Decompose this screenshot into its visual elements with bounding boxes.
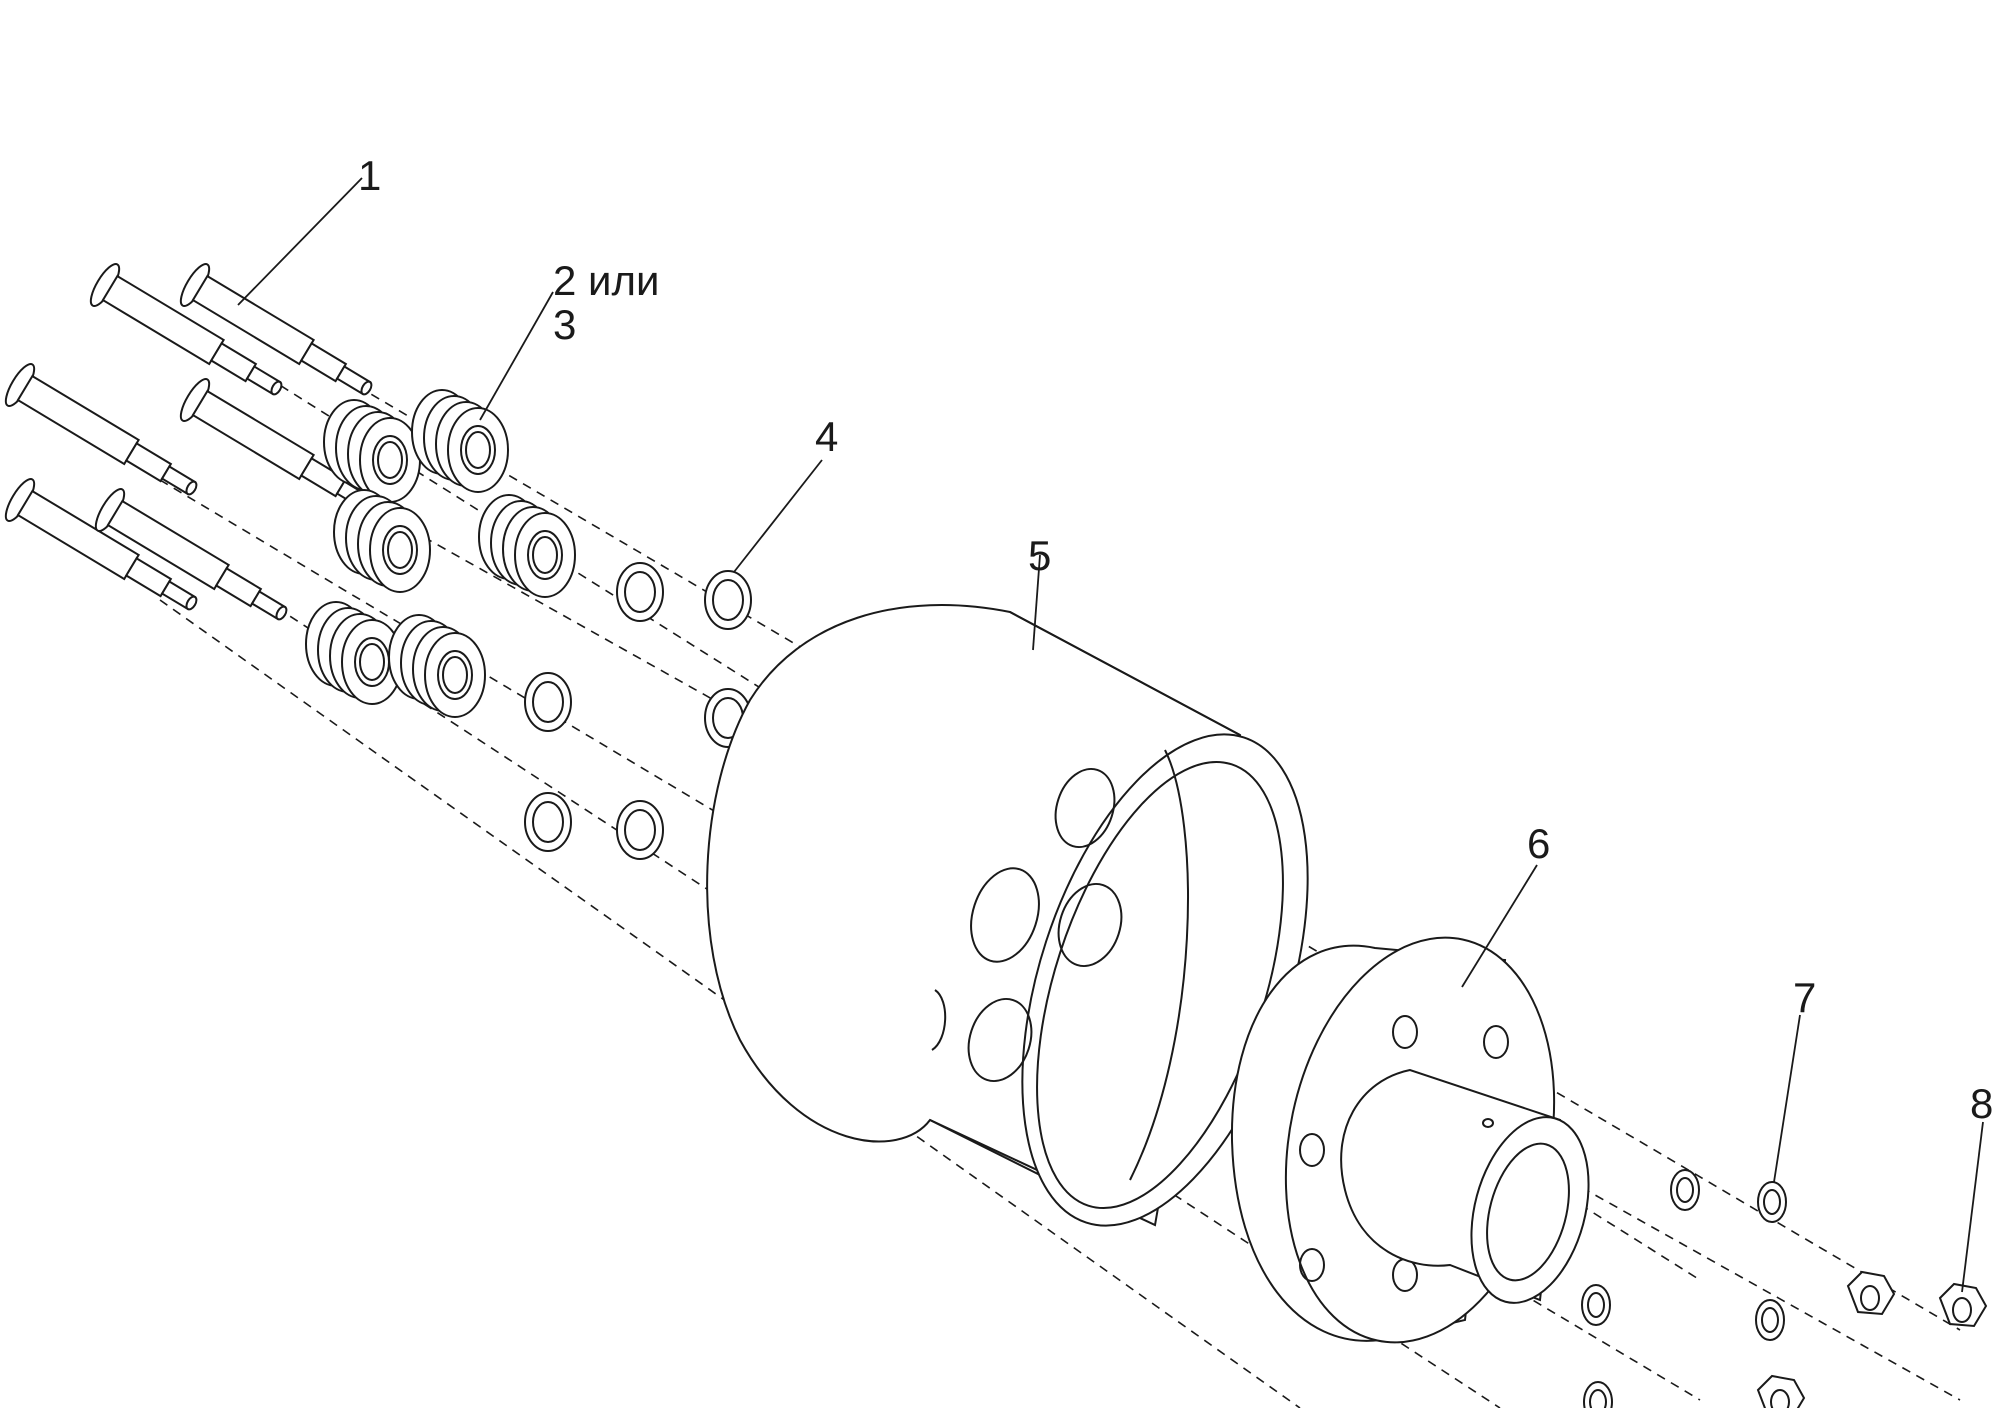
washer bbox=[616, 800, 664, 860]
pin bbox=[89, 263, 283, 396]
callout-4: 4 bbox=[815, 413, 839, 460]
leader-2-3 bbox=[479, 291, 554, 421]
leader-7 bbox=[1773, 1014, 1801, 1183]
spring-washer-group bbox=[1581, 1169, 1787, 1408]
bushing bbox=[388, 614, 486, 718]
leader-lines bbox=[237, 177, 1984, 1293]
nut bbox=[1756, 1374, 1806, 1408]
washer bbox=[524, 792, 572, 852]
spring-washer bbox=[1757, 1181, 1787, 1223]
pin bbox=[4, 363, 198, 496]
leader-8 bbox=[1961, 1121, 1984, 1293]
spring-washer bbox=[1755, 1299, 1785, 1341]
pin bbox=[179, 378, 373, 511]
washer bbox=[616, 562, 664, 622]
pin-group bbox=[4, 263, 373, 621]
spring-washer bbox=[1581, 1284, 1611, 1326]
leader-1 bbox=[237, 177, 363, 306]
hub-flange bbox=[1230, 936, 1590, 1344]
spring-washer bbox=[1583, 1381, 1613, 1408]
bushing bbox=[478, 494, 576, 598]
bushing bbox=[411, 389, 509, 493]
callout-5: 5 bbox=[1028, 532, 1052, 579]
washer bbox=[704, 570, 752, 630]
leader-4 bbox=[733, 459, 823, 573]
callout-7: 7 bbox=[1793, 974, 1817, 1021]
drum-bores bbox=[931, 767, 1123, 1083]
spring-washer bbox=[1670, 1169, 1700, 1211]
nut bbox=[1846, 1270, 1896, 1316]
nut bbox=[1938, 1282, 1988, 1328]
callout-2-3: 2 или 3 bbox=[553, 257, 660, 348]
callout-8: 8 bbox=[1970, 1080, 1994, 1127]
pin bbox=[4, 478, 198, 611]
leader-5 bbox=[1032, 554, 1041, 651]
callout-1: 1 bbox=[358, 152, 382, 199]
callout-6: 6 bbox=[1527, 820, 1551, 867]
bushing-group bbox=[305, 389, 576, 718]
washer-group-left bbox=[524, 562, 752, 860]
pin bbox=[179, 263, 373, 396]
bushing bbox=[333, 489, 431, 593]
pin bbox=[94, 488, 288, 621]
washer bbox=[524, 672, 572, 732]
leader-6 bbox=[1461, 864, 1538, 988]
nut-group bbox=[1756, 1270, 1988, 1408]
bushing bbox=[323, 399, 421, 503]
bushing bbox=[305, 601, 403, 705]
